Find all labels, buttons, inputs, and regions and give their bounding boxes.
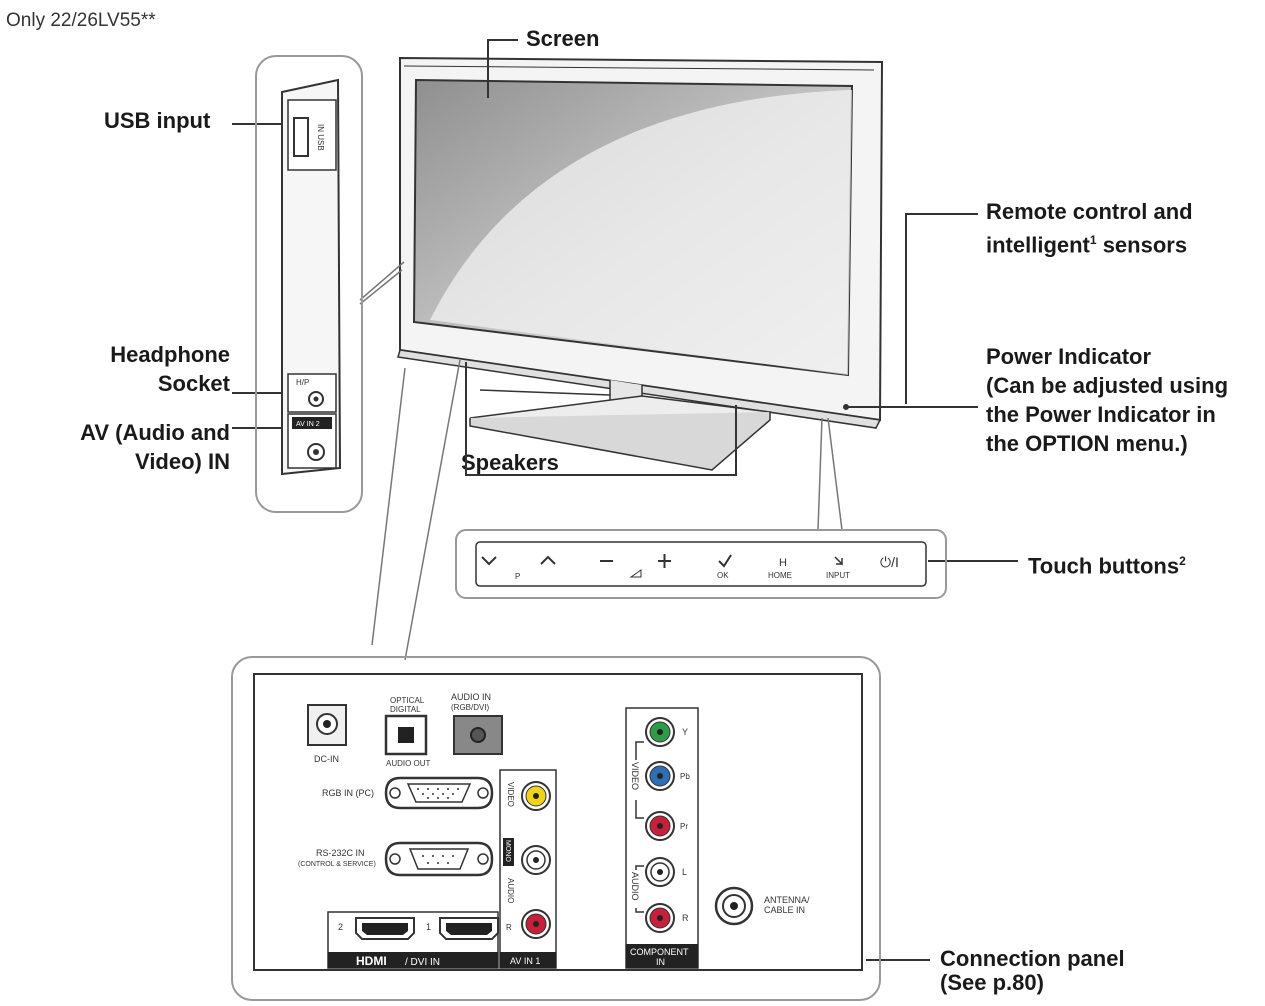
- power-label-line4: the OPTION menu.): [986, 431, 1188, 456]
- optical-label-line2: DIGITAL: [390, 705, 421, 714]
- antenna-label-line2: CABLE IN: [764, 905, 805, 915]
- hdmi-1-label: 1: [426, 922, 431, 932]
- component-l-label: L: [682, 867, 687, 877]
- component-in-label-line2: IN: [656, 957, 665, 967]
- side-panel: IN USB H/P AV IN 2: [255, 55, 363, 513]
- audio-in-label-line2: (RGB/DVI): [451, 703, 490, 712]
- rgb-in-label: RGB IN (PC): [322, 788, 374, 798]
- remote-sensor-label-line2: intelligent1 sensors: [986, 232, 1188, 258]
- rs232-label-line2: (CONTROL & SERVICE): [298, 861, 376, 868]
- component-pb-label: Pb: [680, 772, 690, 781]
- power-label-line1: Power Indicator: [986, 344, 1152, 369]
- av-in-label: AV (Audio and Video) IN: [30, 418, 230, 476]
- screen-callout-line: [487, 39, 518, 98]
- volume-icon: [629, 569, 642, 578]
- av1-mono-label: MONO: [504, 840, 511, 862]
- headphone-socket-label: Headphone Socket: [70, 340, 230, 398]
- channel-label: P: [515, 572, 520, 581]
- audio-out-label: AUDIO OUT: [386, 759, 431, 768]
- callout-lines: [232, 39, 1018, 961]
- connection-label-line1: Connection panel: [940, 946, 1125, 971]
- power-indicator-label: Power Indicator (Can be adjusted using t…: [986, 342, 1228, 458]
- ok-button[interactable]: [718, 554, 732, 568]
- usb-input-label: USB input: [104, 108, 211, 133]
- component-video-label: VIDEO: [630, 762, 640, 790]
- headphone-port-label: H/P: [296, 378, 309, 387]
- headphone-label-line1: Headphone: [110, 342, 230, 367]
- power-label-line3: the Power Indicator in: [986, 402, 1216, 427]
- home-label: HOME: [768, 571, 792, 580]
- ok-label: OK: [717, 571, 729, 580]
- av1-r-label: R: [506, 923, 512, 932]
- connection-panel-label: Connection panel (See p.80): [940, 947, 1125, 995]
- touch-buttons-panel: P OK H HOME INPUT ⏻/I: [455, 529, 947, 599]
- screen-label: Screen: [526, 26, 600, 51]
- hdmi-2-label: 2: [338, 922, 343, 932]
- remote-callout-line: [905, 213, 978, 404]
- av1-audio-label: AUDIO: [506, 878, 515, 903]
- audio-in-label-line1: AUDIO IN: [451, 692, 491, 702]
- channel-down-button[interactable]: [481, 556, 497, 566]
- home-icon[interactable]: H: [779, 557, 787, 569]
- hdmi-logo: HDMI: [356, 954, 387, 968]
- connection-label-line2: (See p.80): [940, 970, 1044, 995]
- rs232-label-line1: RS-232C IN: [316, 848, 365, 858]
- speakers-callout-line: [465, 362, 737, 476]
- remote-sensor-label-line1: Remote control and: [986, 199, 1193, 224]
- av1-video-label: VIDEO: [506, 782, 515, 807]
- power-button[interactable]: ⏻/I: [880, 554, 899, 570]
- optical-label-line1: OPTICAL: [390, 696, 425, 705]
- antenna-label-line1: ANTENNA/: [764, 895, 810, 905]
- usb-port-label: IN USB: [316, 124, 325, 151]
- connection-panel: DC-IN OPTICAL DIGITAL AUDIO OUT AUDIO IN…: [231, 656, 881, 1001]
- usb-port[interactable]: [293, 117, 309, 157]
- dc-in-label: DC-IN: [314, 754, 339, 764]
- channel-up-button[interactable]: [540, 555, 556, 565]
- input-button[interactable]: [834, 556, 843, 566]
- av-label-line2: Video) IN: [135, 449, 230, 474]
- component-pr-label: Pr: [680, 822, 688, 831]
- tv-set: [397, 56, 884, 471]
- remote-sensor-label: Remote control and intelligent1 sensors: [986, 197, 1193, 259]
- touch-buttons-label: Touch buttons2: [1028, 553, 1186, 579]
- av-label-line1: AV (Audio and: [80, 420, 230, 445]
- component-audio-label: AUDIO: [630, 872, 640, 901]
- input-label: INPUT: [826, 571, 850, 580]
- component-r-label: R: [682, 913, 689, 923]
- speakers-label: Speakers: [461, 450, 559, 475]
- component-in-label-line1: COMPONENT: [630, 947, 689, 957]
- model-note: Only 22/26LV55**: [6, 10, 156, 31]
- av-in-1-label: AV IN 1: [510, 956, 540, 966]
- hdmi-dvi-label: / DVI IN: [405, 957, 440, 968]
- component-y-label: Y: [682, 727, 688, 737]
- power-label-line2: (Can be adjusted using: [986, 373, 1229, 398]
- headphone-label-line2: Socket: [157, 371, 230, 396]
- volume-up-button[interactable]: [658, 554, 671, 568]
- av-in-2-port-label: AV IN 2: [296, 421, 320, 428]
